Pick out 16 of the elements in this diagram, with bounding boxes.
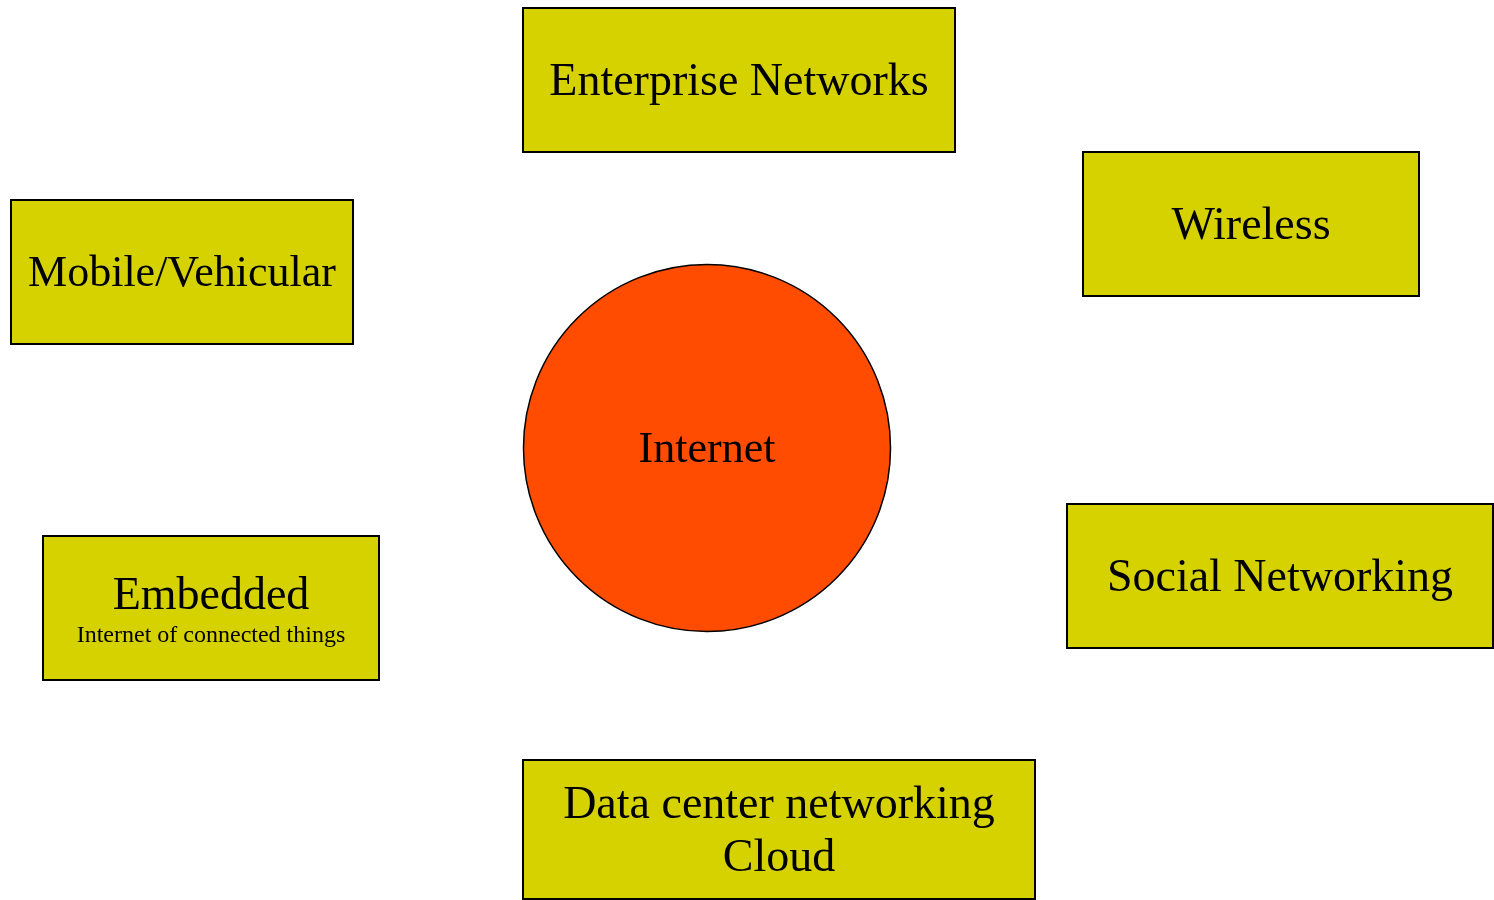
topic-box bbox=[522, 7, 956, 153]
topic-box bbox=[522, 759, 1036, 900]
topic-box bbox=[10, 199, 354, 345]
circle-node bbox=[522, 263, 892, 633]
topic-sublabel: Internet of connected things bbox=[76, 620, 346, 649]
topic-label: Internet bbox=[638, 422, 776, 474]
topic-box bbox=[1082, 151, 1420, 297]
topic-label: Enterprise Networks bbox=[549, 53, 929, 107]
topic-sublabel: Cloud bbox=[722, 829, 836, 883]
topic-label: Mobile/Vehicular bbox=[28, 246, 336, 298]
topic-box bbox=[1066, 503, 1494, 649]
topic-label: Social Networking bbox=[1106, 549, 1454, 603]
topic-label: Data center networking bbox=[563, 776, 995, 830]
topic-box bbox=[42, 535, 380, 681]
topic-label: Embedded bbox=[112, 567, 310, 621]
topic-label: Wireless bbox=[1171, 197, 1331, 251]
